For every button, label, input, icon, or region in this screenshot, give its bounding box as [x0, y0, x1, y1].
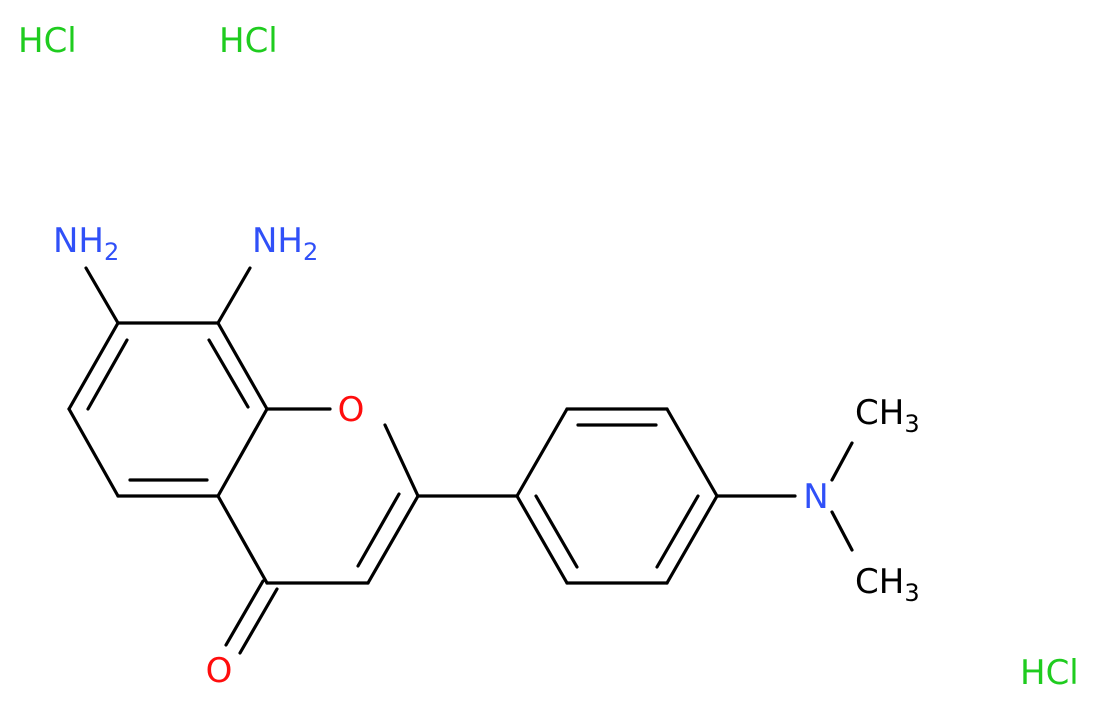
bond-c2-c3-inner — [356, 492, 401, 568]
bond-c6-c7 — [67, 321, 120, 411]
bond-n-ch3-bottom — [830, 510, 854, 552]
bond-ph1-ph2 — [515, 407, 569, 498]
nh2-right-label: NH2 — [252, 221, 318, 266]
bond-c4-o-a — [224, 579, 265, 647]
bond-c4-o-b — [238, 587, 279, 655]
bond-c8-nh2 — [216, 266, 252, 325]
bond-ph4-ph5 — [665, 494, 719, 585]
bond-c8-c8a — [216, 321, 269, 411]
bond-c8a-c4a — [216, 407, 269, 498]
methyl-top-label: CH3 — [855, 393, 920, 438]
ring-oxygen-label: O — [338, 390, 365, 430]
bond-ph4-ph5-inner — [655, 494, 700, 569]
bond-c5-c6 — [67, 407, 120, 498]
hcl-label-1: HCl — [18, 21, 77, 61]
bonds — [67, 266, 854, 655]
bond-c4-c4a — [216, 494, 269, 585]
bond-c2-c3 — [366, 494, 420, 585]
bond-ph6-ph1-inner — [534, 494, 579, 569]
bond-o1-c2 — [383, 423, 420, 498]
bond-ph3-ph4 — [665, 407, 719, 498]
hcl-label-3: HCl — [1020, 653, 1079, 693]
atom-labels: HCl HCl HCl NH2 NH2 O O N CH3 CH3 — [18, 21, 1079, 693]
nh2-left-label: NH2 — [53, 221, 119, 266]
methyl-bottom-label: CH3 — [855, 562, 920, 607]
bond-c7-nh2 — [84, 266, 120, 325]
bond-c8-c8a-inner — [207, 338, 250, 409]
bond-c6-c7-inner — [86, 338, 129, 411]
amine-nitrogen-label: N — [803, 477, 828, 517]
hcl-label-2: HCl — [219, 21, 278, 61]
bond-ph6-ph1 — [515, 494, 569, 585]
bond-n-ch3-top — [830, 441, 854, 482]
carbonyl-oxygen-label: O — [206, 651, 233, 691]
